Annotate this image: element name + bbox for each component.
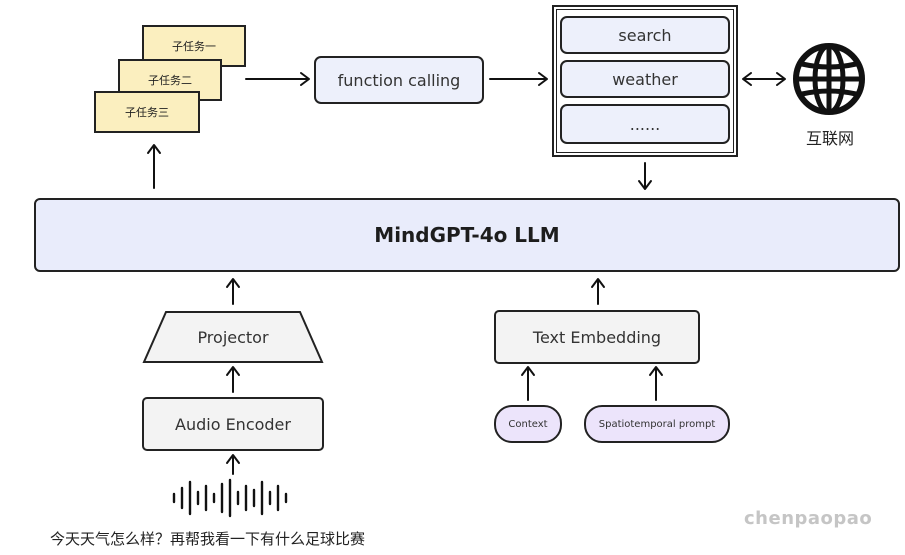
context-label: Context [508, 418, 548, 430]
tool-more: ...... [560, 104, 730, 144]
context-pill: Context [494, 405, 562, 443]
projector-box: Projector [142, 310, 324, 364]
tool-search-label: search [618, 25, 672, 45]
function-calling-box: function calling [314, 56, 484, 104]
tool-more-label: ...... [629, 114, 661, 134]
text-embedding-label: Text Embedding [532, 327, 662, 347]
projector-label: Projector [197, 327, 269, 347]
function-calling-label: function calling [337, 70, 461, 90]
watermark: chenpaopao [744, 508, 873, 529]
internet-label: 互联网 [805, 129, 854, 148]
subtask-label-3: 子任务三 [125, 106, 169, 119]
spatiotemporal-prompt-pill: Spatiotemporal prompt [584, 405, 730, 443]
audio-encoder-label: Audio Encoder [175, 414, 291, 434]
subtask-label-2: 子任务二 [148, 74, 192, 87]
waveform-icon [168, 478, 296, 518]
subtask-label-1: 子任务一 [172, 40, 216, 53]
tool-search: search [560, 16, 730, 54]
llm-box: MindGPT-4o LLM [34, 198, 900, 272]
llm-label: MindGPT-4o LLM [374, 223, 560, 247]
audio-encoder-box: Audio Encoder [142, 397, 324, 451]
user-question: 今天天气怎么样？再帮我看一下有什么足球比赛 [50, 530, 366, 548]
spatiotemporal-prompt-label: Spatiotemporal prompt [598, 418, 716, 430]
tool-weather-label: weather [612, 69, 678, 89]
subtask-card-3: 子任务三 [94, 91, 200, 133]
globe-icon [792, 42, 866, 116]
tool-weather: weather [560, 60, 730, 98]
text-embedding-box: Text Embedding [494, 310, 700, 364]
